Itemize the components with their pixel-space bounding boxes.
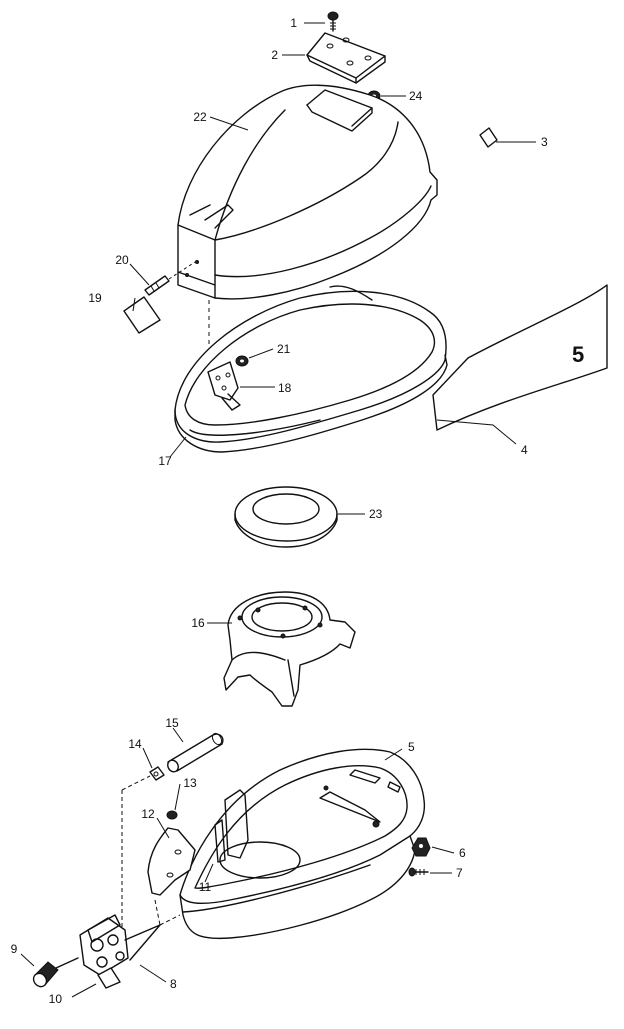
leader-lines: [20, 22, 536, 998]
part-19-square-decal: [123, 296, 161, 334]
callout-7: 7: [456, 866, 463, 880]
part-2-top-plate: [306, 32, 386, 84]
callout-15: 15: [165, 716, 179, 730]
part-4-side-decal: 5: [432, 284, 608, 431]
callout-4: 4: [521, 443, 528, 457]
callout-23: 23: [369, 507, 383, 521]
part-15-tube: [167, 732, 224, 773]
guide-line: [154, 899, 161, 926]
part-16-support-plate: [223, 591, 356, 707]
callout-8: 8: [170, 977, 177, 991]
callout-3: 3: [541, 135, 548, 149]
part-3-small-decal: [479, 127, 498, 148]
callout-17: 17: [158, 454, 172, 468]
callout-18: 18: [278, 381, 292, 395]
part-14-clip: [149, 766, 165, 781]
callout-2: 2: [271, 48, 278, 62]
part-7-screw: [408, 867, 429, 877]
part-9-knob: [32, 957, 79, 988]
part-13-nut: [166, 810, 178, 820]
callout-22: 22: [193, 110, 207, 124]
part-17-cowl-base: [174, 285, 448, 453]
callout-5: 5: [408, 740, 415, 754]
hinge-plate: [147, 827, 196, 896]
callout-19: 19: [88, 291, 102, 305]
callout-20: 20: [115, 253, 129, 267]
part-6-grommet-knob: [411, 837, 431, 857]
callout-10: 10: [49, 992, 63, 1006]
guide-line: [159, 914, 181, 926]
callout-11: 11: [199, 880, 212, 894]
decal-numeral: 5: [572, 342, 584, 367]
callout-12: 12: [141, 807, 155, 821]
callout-14: 14: [128, 737, 142, 751]
part-1-screw: [327, 11, 339, 32]
part-10-small-plate: [97, 967, 121, 989]
part-8-latch-bracket: [79, 914, 161, 976]
callout-6: 6: [459, 846, 466, 860]
callout-13: 13: [183, 776, 197, 790]
callout-9: 9: [11, 942, 18, 956]
callout-21: 21: [277, 342, 291, 356]
callout-16: 16: [191, 616, 205, 630]
part-21-nut: [235, 355, 249, 367]
part-22-upper-cowl: [177, 84, 438, 300]
callout-1: 1: [290, 16, 297, 30]
part-5-lower-cowl: [179, 748, 426, 940]
callout-24: 24: [409, 89, 423, 103]
guide-line: [121, 775, 151, 791]
part-18-hinge-bracket: [207, 361, 241, 411]
part-23-seal-ring: [234, 486, 338, 548]
part-20-pin: [144, 261, 196, 296]
callout-labels: 1 2 3 4 5 6 7 8 9 10 11 12 13 14 15 16 1…: [11, 16, 548, 1006]
